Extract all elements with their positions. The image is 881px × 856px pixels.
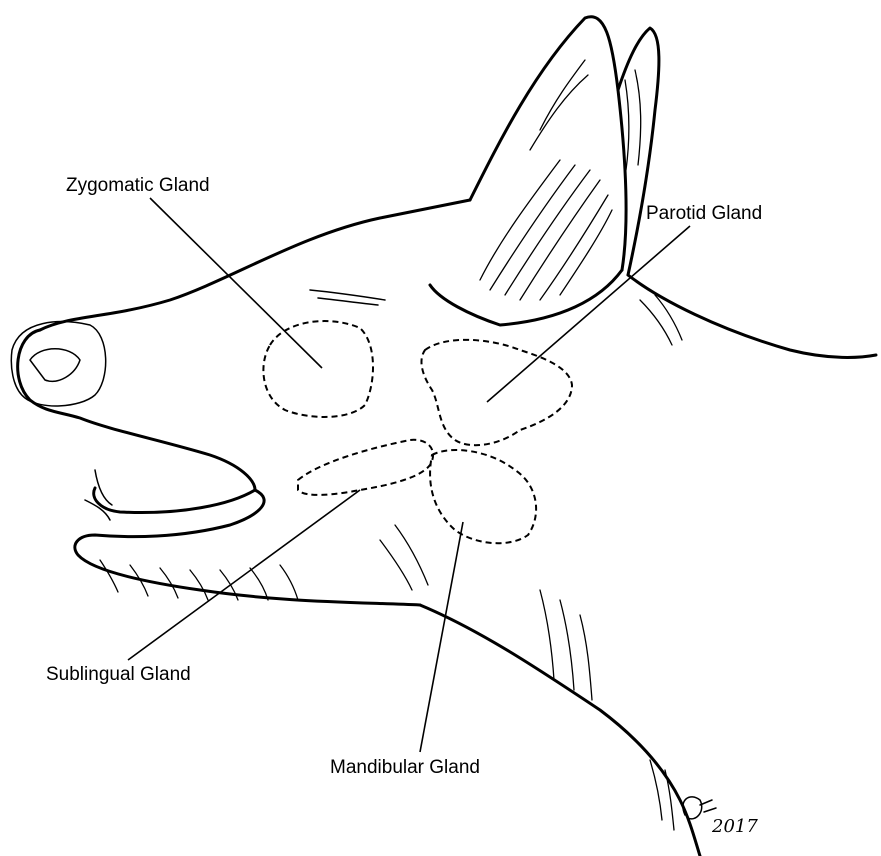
gland-outlines	[263, 321, 572, 543]
mandibular-gland-outline	[430, 450, 536, 543]
signature-year: 2017	[711, 816, 758, 837]
dog-head-outline	[11, 17, 876, 856]
mandibular-gland-label: Mandibular Gland	[330, 758, 480, 777]
mandibular-leader-line	[420, 522, 463, 752]
artist-signature: 2017	[683, 797, 758, 837]
ear-hatching	[480, 60, 641, 300]
zygomatic-gland-label: Zygomatic Gland	[66, 176, 210, 195]
zygomatic-leader-line	[150, 198, 322, 368]
sublingual-gland-outline	[298, 440, 433, 495]
parotid-gland-label: Parotid Gland	[646, 204, 762, 223]
sublingual-gland-label: Sublingual Gland	[46, 665, 191, 684]
parotid-leader-line	[487, 226, 690, 402]
neck-hatching	[100, 295, 682, 830]
zygomatic-gland-outline	[263, 321, 373, 417]
leader-lines	[128, 198, 690, 752]
sublingual-leader-line	[128, 490, 360, 660]
